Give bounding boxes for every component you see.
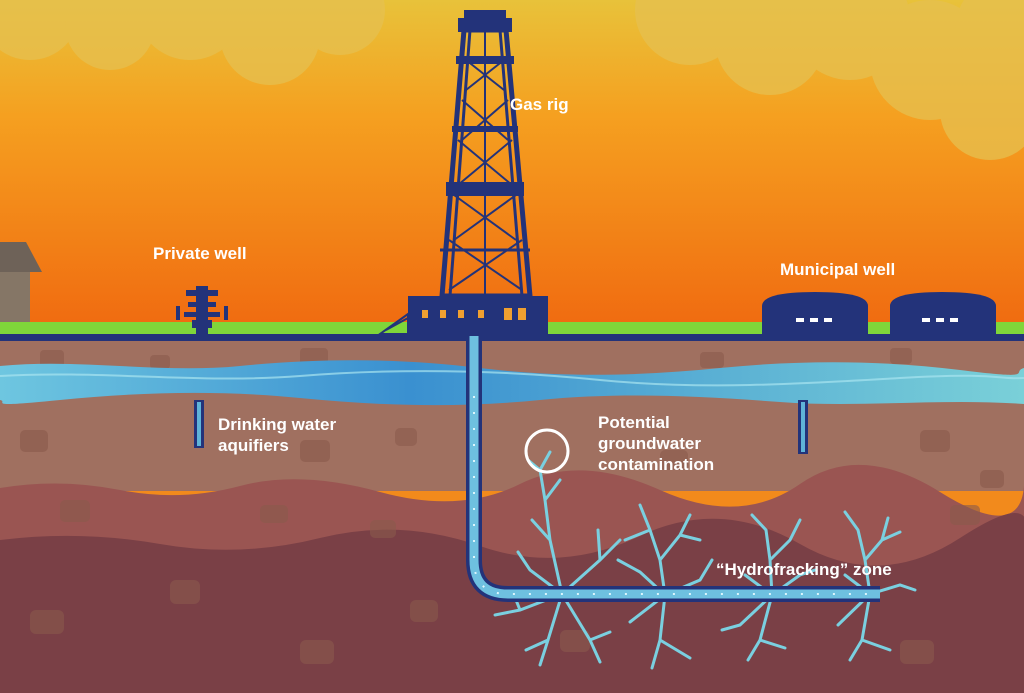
label-contamination-line2: groundwater [598, 434, 701, 453]
municipal-well-pipe [798, 400, 808, 454]
label-drinking-water-line1: Drinking water [218, 415, 337, 434]
label-hydrofracking-zone: “Hydrofracking” zone [716, 560, 892, 579]
label-municipal-well: Municipal well [780, 260, 896, 279]
aquifer-highlight [0, 370, 1024, 387]
house [0, 242, 42, 324]
aquifer-band [0, 360, 1024, 406]
label-drinking-water-line2: aquifiers [218, 436, 289, 455]
ground-line [0, 334, 1024, 341]
clouds [0, 0, 1024, 160]
private-well-pipe [194, 400, 204, 448]
label-contamination-line3: contamination [598, 455, 715, 474]
private-well [176, 286, 228, 336]
label-groundwater-contamination: Potential groundwater contamination [598, 412, 714, 475]
wellbore-fluid [469, 336, 880, 599]
label-private-well: Private well [153, 244, 247, 263]
label-gas-rig: Gas rig [510, 95, 569, 114]
gas-rig-platforms [446, 10, 524, 196]
label-contamination-line1: Potential [598, 413, 670, 432]
label-drinking-water-aquifers: Drinking water aquifiers [218, 414, 336, 456]
soil-deep [0, 513, 1024, 693]
gas-rig-base [376, 296, 548, 335]
contamination-circle [524, 428, 570, 474]
municipal-well [762, 292, 996, 338]
